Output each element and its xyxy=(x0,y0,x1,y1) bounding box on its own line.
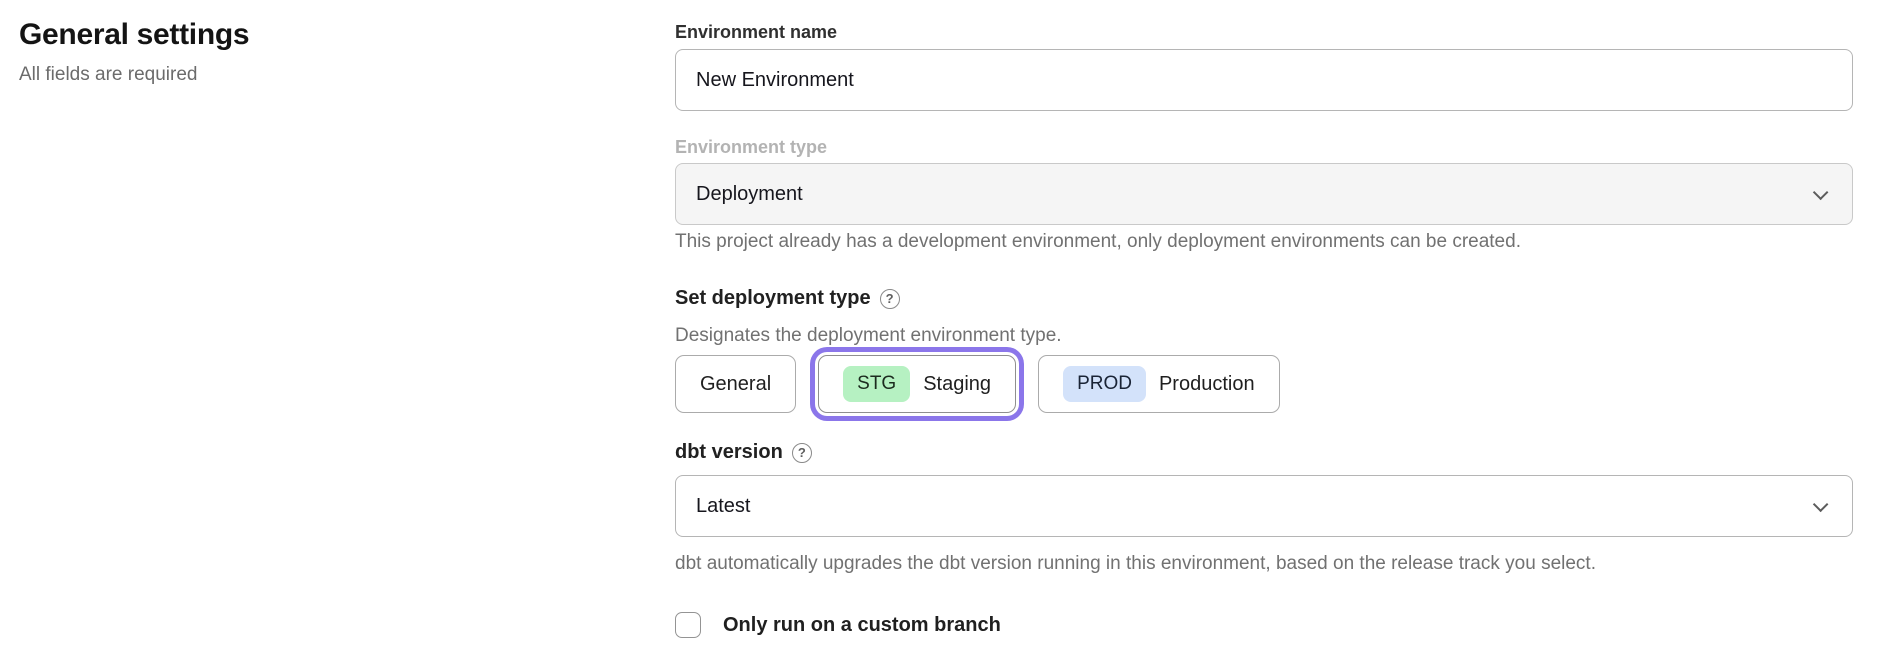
environment-name-input-wrap xyxy=(675,49,1853,111)
chevron-down-icon xyxy=(1812,184,1829,200)
dbt-version-value: Latest xyxy=(696,494,751,517)
environment-name-input[interactable] xyxy=(696,68,1832,92)
dbt-version-helper: dbt automatically upgrades the dbt versi… xyxy=(675,553,1596,574)
deployment-type-general-button[interactable]: General xyxy=(675,355,797,413)
deployment-type-label: Set deployment type xyxy=(675,287,871,309)
page-intro: General settings All fields are required xyxy=(19,18,250,86)
environment-type-value: Deployment xyxy=(696,182,803,205)
production-badge: PROD xyxy=(1063,366,1146,402)
dbt-version-select[interactable]: Latest xyxy=(675,475,1853,537)
environment-name-label: Environment name xyxy=(675,22,838,42)
deployment-type-staging-button[interactable]: STG Staging xyxy=(818,355,1017,413)
deployment-type-staging-label: Staging xyxy=(923,372,992,395)
environment-type-helper: This project already has a development e… xyxy=(675,231,1521,252)
help-icon[interactable]: ? xyxy=(879,288,900,309)
custom-branch-label: Only run on a custom branch xyxy=(723,613,1001,636)
deployment-type-production-label: Production xyxy=(1158,372,1255,395)
page-title: General settings xyxy=(19,18,250,51)
staging-badge: STG xyxy=(843,366,911,402)
help-icon[interactable]: ? xyxy=(791,442,812,463)
deployment-type-description: Designates the deployment environment ty… xyxy=(675,325,1062,346)
deployment-type-production-button[interactable]: PROD Production xyxy=(1038,355,1280,413)
custom-branch-checkbox[interactable] xyxy=(675,612,701,638)
environment-type-select: Deployment xyxy=(675,163,1853,225)
general-settings-form: Environment name Environment type Deploy… xyxy=(675,0,1853,660)
chevron-down-icon xyxy=(1812,496,1829,512)
dbt-version-label: dbt version xyxy=(675,441,783,463)
page-subtitle: All fields are required xyxy=(19,64,198,85)
deployment-type-general-label: General xyxy=(700,372,772,395)
environment-type-label: Environment type xyxy=(675,137,828,157)
